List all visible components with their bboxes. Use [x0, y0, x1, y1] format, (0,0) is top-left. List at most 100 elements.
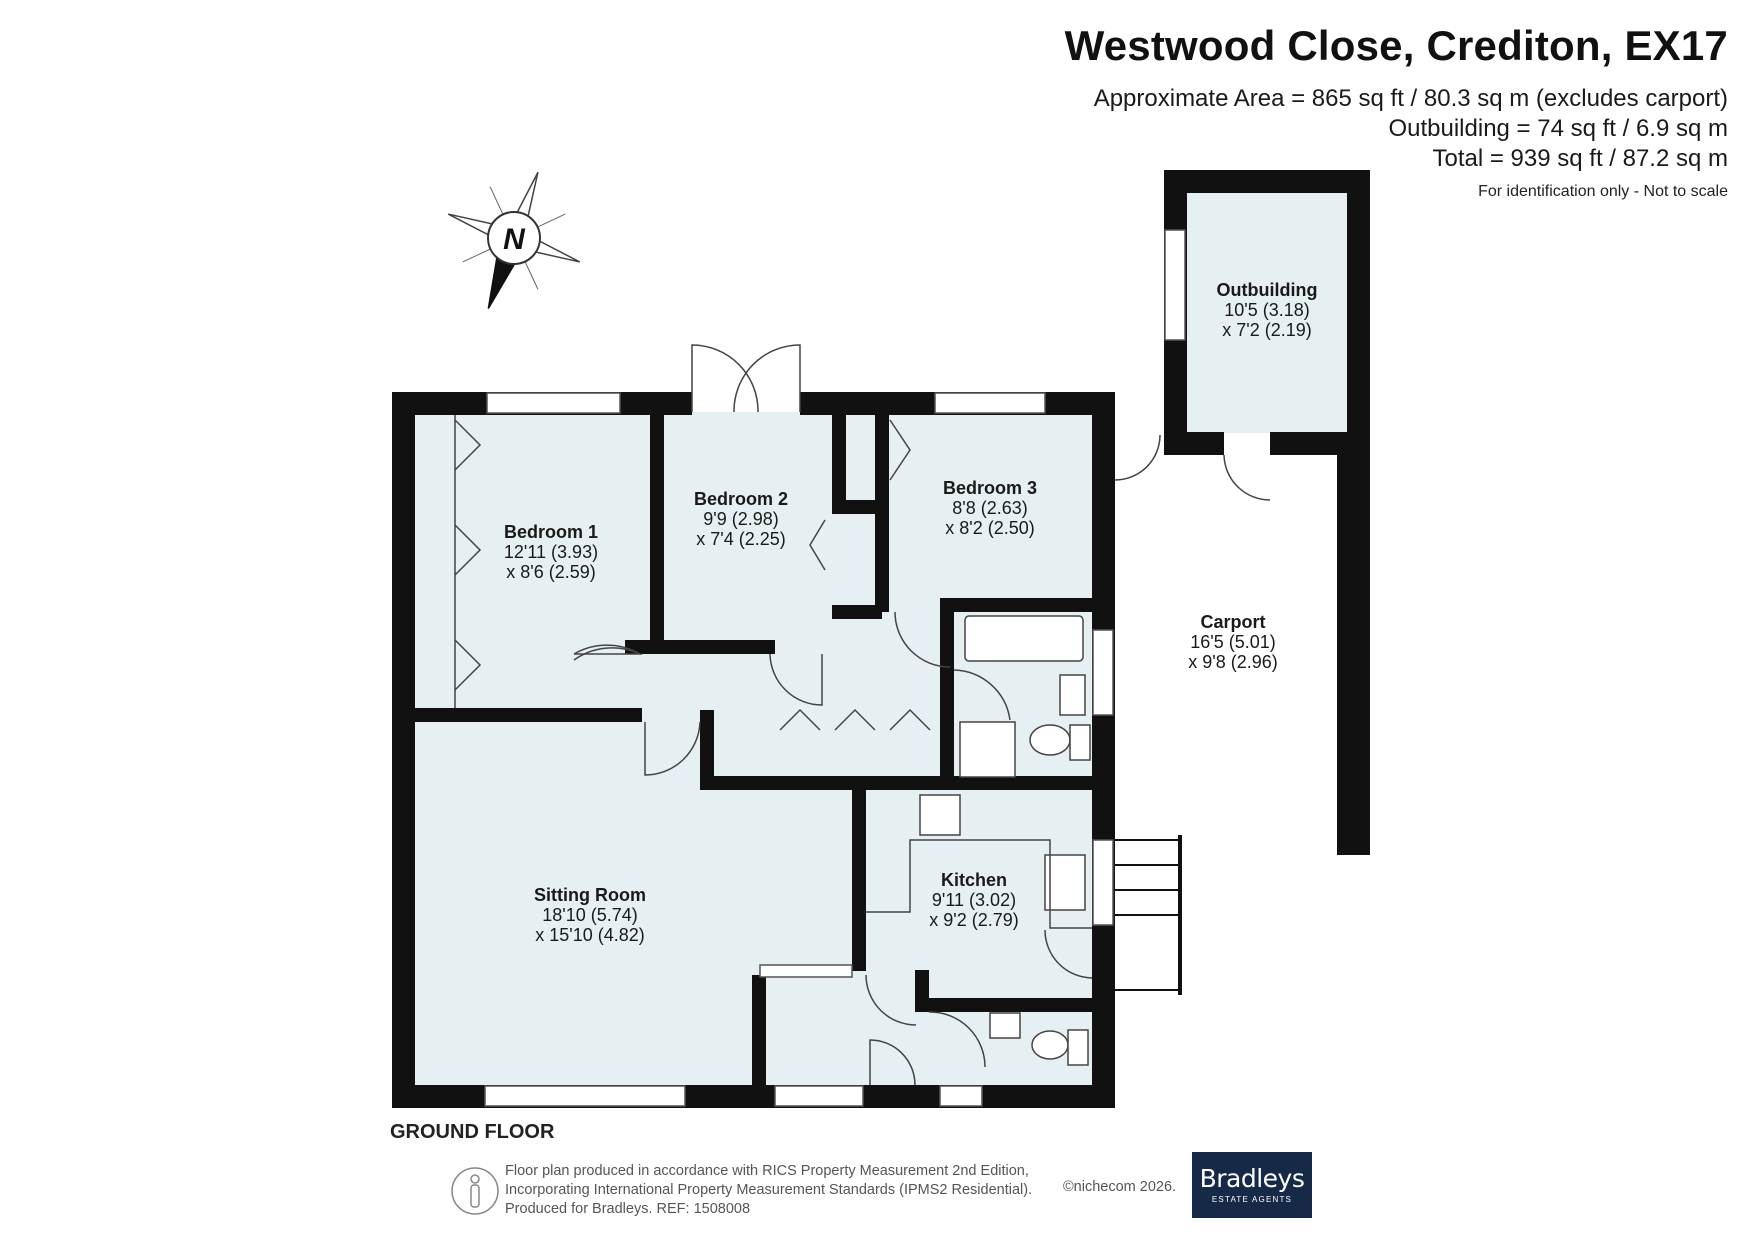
room-dim: x 7'4 (2.25)	[696, 529, 785, 549]
room-dim: 10'5 (3.18)	[1224, 300, 1310, 320]
window-sitting	[484, 1085, 686, 1107]
door-outbuilding	[1223, 454, 1271, 501]
wall-b2-b3	[832, 412, 846, 502]
footer-line: Floor plan produced in accordance with R…	[505, 1163, 1029, 1179]
door-bedroom1	[573, 647, 641, 661]
room-name: Bedroom 1	[504, 522, 598, 542]
footer-line: Incorporating International Property Mea…	[505, 1182, 1033, 1198]
wall-west	[392, 392, 415, 1107]
compass-label: N	[503, 223, 526, 256]
logo-name: Bradleys	[1199, 1164, 1305, 1193]
wall-entrance-left	[752, 975, 766, 1087]
room-labels: Bedroom 1 12'11 (3.93) x 8'6 (2.59) Bedr…	[504, 280, 1318, 945]
cupboard-hall-c	[889, 708, 931, 731]
wall-bath-top	[940, 598, 1092, 612]
plan-title: Westwood Close, Crediton, EX17	[1064, 22, 1728, 69]
carport-wall	[1337, 455, 1370, 855]
room-dim: 8'8 (2.63)	[952, 498, 1027, 518]
outbuilding-area: Outbuilding = 74 sq ft / 6.9 sq m	[1388, 115, 1728, 142]
outbuilding-wall-east	[1347, 170, 1370, 455]
scale-disclaimer: For identification only - Not to scale	[1478, 183, 1728, 200]
room-dim: 9'11 (3.02)	[932, 890, 1016, 910]
room-dim: 12'11 (3.93)	[504, 542, 598, 562]
steps	[1115, 835, 1182, 995]
door-entrance	[869, 1039, 916, 1086]
wall-east	[1092, 392, 1115, 1107]
room-dim: x 9'2 (2.79)	[929, 910, 1018, 930]
room-dim: 9'9 (2.98)	[703, 509, 778, 529]
room-name: Bedroom 2	[694, 489, 788, 509]
fixtures	[919, 615, 1091, 1066]
wall-b1-b2	[650, 412, 664, 642]
wall-sitting-kitchen	[852, 776, 866, 971]
room-dim: x 15'10 (4.82)	[535, 925, 645, 945]
room-dim: 16'5 (5.01)	[1190, 632, 1276, 652]
logo-sub: ESTATE AGENTS	[1211, 1195, 1293, 1204]
bradleys-logo: Bradleys ESTATE AGENTS	[1192, 1152, 1312, 1218]
french-door-right	[733, 344, 801, 413]
cupboard-hall-a	[779, 708, 821, 731]
basin-wc	[989, 1012, 1021, 1039]
wall-kitchen-wc	[915, 998, 1092, 1012]
toilet-wc	[1031, 1030, 1069, 1060]
wall-b1-sitting	[412, 708, 642, 722]
outbuilding-fill	[1185, 191, 1347, 433]
room-sitting: Sitting Room 18'10 (5.74) x 15'10 (4.82)	[534, 885, 646, 945]
cupboard-bedroom3	[889, 419, 911, 481]
window-outbuilding	[1164, 229, 1186, 341]
window-bathroom	[1092, 629, 1114, 716]
window-internal	[759, 964, 853, 978]
room-carport: Carport 16'5 (5.01) x 9'8 (2.96)	[1188, 612, 1277, 672]
wall-bath-west	[940, 598, 954, 778]
room-bedroom2: Bedroom 2 9'9 (2.98) x 7'4 (2.25)	[694, 489, 788, 549]
door-kitchen-hall	[865, 974, 917, 1026]
door-east-outside	[1114, 434, 1161, 481]
total-area: Total = 939 sq ft / 87.2 sq m	[1432, 145, 1729, 172]
copyright: ©nichecom 2026.	[1063, 1179, 1177, 1195]
wall-hall-bottom	[700, 776, 1092, 790]
door-bedroom3	[894, 611, 951, 668]
wardrobe-bedroom1-bottom	[454, 639, 482, 691]
room-dim: x 8'2 (2.50)	[945, 518, 1034, 538]
wall-cupboard	[832, 500, 887, 514]
room-dim: 18'10 (5.74)	[542, 905, 638, 925]
carport-post	[1337, 810, 1370, 855]
outbuilding-wall-south-left	[1164, 432, 1224, 455]
window-bedroom3	[934, 392, 1046, 414]
cupboard-hall-b	[834, 708, 876, 731]
basin-bathroom	[1059, 674, 1086, 716]
room-dim: x 9'8 (2.96)	[1188, 652, 1277, 672]
toilet-bathroom	[1029, 724, 1071, 756]
doors	[454, 344, 1271, 1086]
floor-label: GROUND FLOOR	[390, 1121, 555, 1143]
wardrobe-bedroom1-mid	[454, 524, 482, 576]
person-icon	[451, 1167, 499, 1215]
room-bedroom1: Bedroom 1 12'11 (3.93) x 8'6 (2.59)	[504, 522, 598, 582]
door-wc	[928, 1011, 986, 1068]
footer-text: Floor plan produced in accordance with R…	[505, 1162, 1032, 1219]
wall-hall-top	[832, 605, 882, 619]
windows	[484, 229, 1186, 1107]
room-kitchen: Kitchen 9'11 (3.02) x 9'2 (2.79)	[929, 870, 1018, 930]
room-name: Bedroom 3	[943, 478, 1037, 498]
room-outbuilding: Outbuilding 10'5 (3.18) x 7'2 (2.19)	[1217, 280, 1318, 340]
door-bedroom2	[769, 653, 823, 706]
window-kitchen	[1092, 839, 1114, 926]
wall-b1-hall	[625, 640, 775, 654]
door-bathroom	[953, 669, 1011, 721]
outbuilding-wall-north	[1164, 170, 1370, 193]
footer-line: Produced for Bradleys. REF: 1508008	[505, 1201, 751, 1217]
toilet-cistern-wc	[1067, 1029, 1089, 1066]
french-door-left	[691, 344, 759, 413]
window-wc	[939, 1085, 983, 1107]
bathtub	[964, 615, 1084, 662]
hob	[919, 794, 961, 836]
room-dim: x 7'2 (2.19)	[1222, 320, 1311, 340]
window-hall	[774, 1085, 864, 1107]
room-name: Carport	[1200, 612, 1265, 632]
cupboard-bedroom2	[809, 519, 826, 571]
room-name: Kitchen	[941, 870, 1007, 890]
toilet-cistern-bathroom	[1069, 724, 1091, 761]
outbuilding-wall-south-right	[1270, 432, 1370, 455]
